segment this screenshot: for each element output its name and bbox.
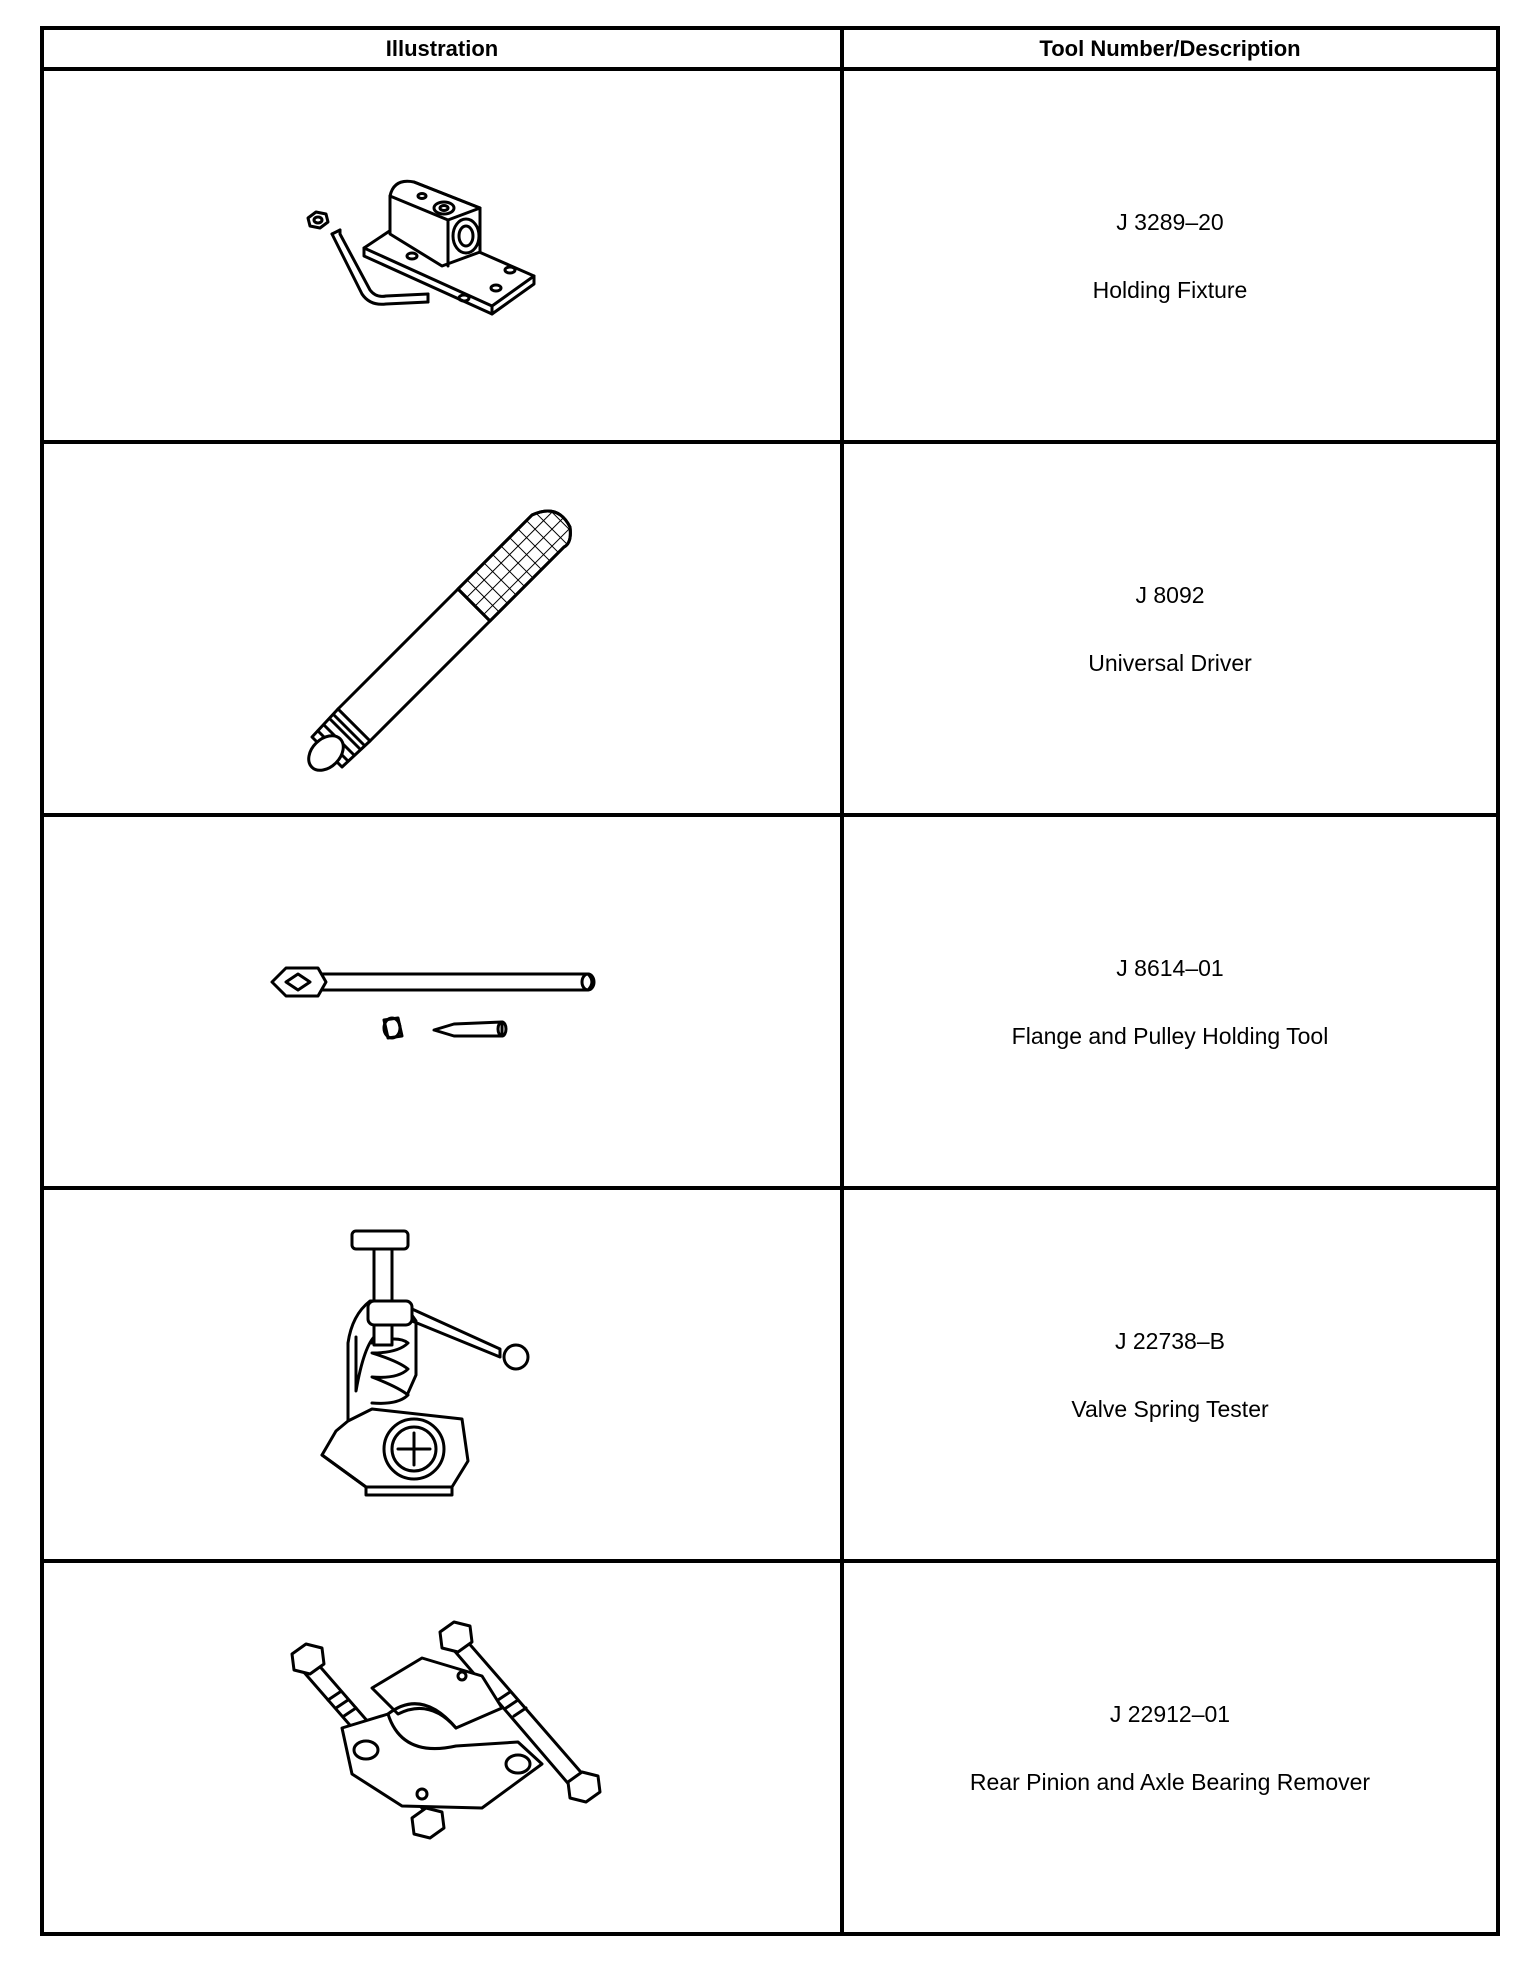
table-row: J 3289–20 Holding Fixture [40,67,1500,444]
valve-spring-tester-icon [320,1229,530,1496]
flange-pulley-holding-tool-icon [270,966,596,1039]
description-cell: J 8092 Universal Driver [840,440,1500,817]
header-tool-number-description: Tool Number/Description [840,26,1500,71]
header-illustration: Illustration [40,26,844,71]
table-row: J 22912–01 Rear Pinion and Axle Bearing … [40,1559,1500,1936]
illustration-cell [40,1186,844,1563]
universal-driver-icon [307,509,572,772]
tool-description: Valve Spring Tester [1071,1395,1269,1422]
special-tools-table: Illustration Tool Number/Description [40,26,1500,1936]
illustration-cell [40,1559,844,1936]
illustration-cell [40,440,844,817]
tool-number: J 8092 [1135,581,1205,608]
table-header-row: Illustration Tool Number/Description [40,26,1500,71]
table-row: J 8614–01 Flange and Pulley Holding Tool [40,813,1500,1190]
bearing-remover-icon [290,1620,602,1839]
table-row: J 8092 Universal Driver [40,440,1500,817]
description-cell: J 3289–20 Holding Fixture [840,67,1500,444]
table-row: J 22738–B Valve Spring Tester [40,1186,1500,1563]
tool-number: J 8614–01 [1116,954,1224,981]
tool-description: Holding Fixture [1092,276,1248,303]
illustration-cell [40,813,844,1190]
tool-number: J 22912–01 [1109,1700,1231,1727]
tool-description: Rear Pinion and Axle Bearing Remover [969,1768,1371,1795]
description-cell: J 22738–B Valve Spring Tester [840,1186,1500,1563]
illustration-cell [40,67,844,444]
description-cell: J 22912–01 Rear Pinion and Axle Bearing … [840,1559,1500,1936]
holding-fixture-icon [306,179,536,315]
tool-description: Universal Driver [1088,649,1252,676]
description-cell: J 8614–01 Flange and Pulley Holding Tool [840,813,1500,1190]
tool-number: J 3289–20 [1116,208,1224,235]
tool-description: Flange and Pulley Holding Tool [1011,1022,1329,1049]
tool-number: J 22738–B [1115,1327,1225,1354]
